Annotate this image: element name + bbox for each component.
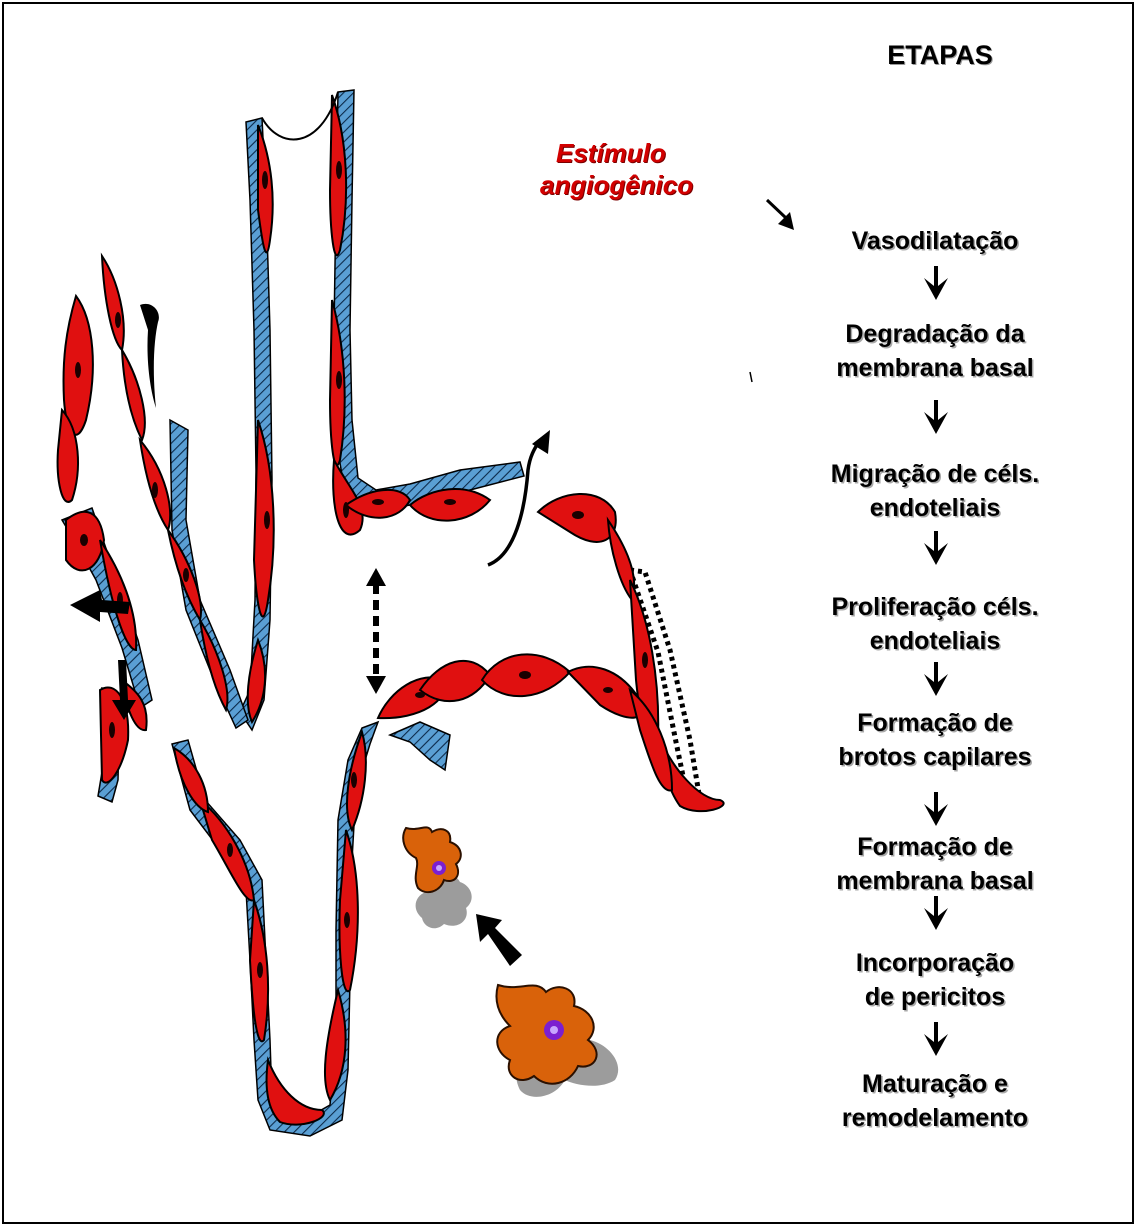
step-arrow	[924, 266, 948, 300]
step-arrow	[924, 531, 948, 565]
step-migration: Migração de céls. endoteliais	[790, 457, 1080, 525]
step-line2: remodelamento	[790, 1101, 1080, 1135]
pericyte-large	[497, 985, 619, 1097]
endothelial-cells	[58, 95, 724, 1125]
step-line2: endoteliais	[790, 624, 1080, 658]
step-line1: Degradação da	[790, 317, 1080, 351]
step-arrow	[924, 896, 948, 930]
step-arrow	[924, 1022, 948, 1056]
step-pericyte-incorporation: Incorporação de pericitos	[790, 946, 1080, 1014]
steps-heading: ETAPAS	[830, 40, 1050, 71]
step-line1: Vasodilatação	[790, 224, 1080, 258]
step-maturation: Maturação e remodelamento	[790, 1067, 1080, 1135]
step-line2: membrana basal	[790, 864, 1080, 898]
vessel-lumen-edge	[262, 92, 338, 139]
step-membrane-formation: Formação de membrana basal	[790, 830, 1080, 898]
pericyte-small	[403, 827, 471, 928]
basement-membrane	[62, 90, 700, 1136]
cell-nuclei	[75, 161, 648, 978]
step-line2: de pericitos	[790, 980, 1080, 1014]
step-line2: brotos capilares	[790, 740, 1080, 774]
step-sprout-formation: Formação de brotos capilares	[790, 706, 1080, 774]
step-arrow	[924, 792, 948, 826]
step-proliferation: Proliferação céls. endoteliais	[790, 590, 1080, 658]
step-vasodilation: Vasodilatação	[790, 224, 1080, 258]
step-arrow	[924, 662, 948, 696]
stimulus-label-line2: angiogênico	[540, 169, 693, 201]
step-line1: Formação de	[790, 706, 1080, 740]
step-arrow	[924, 400, 948, 434]
step-line1: Proliferação céls.	[790, 590, 1080, 624]
step-line2: membrana basal	[790, 351, 1080, 385]
step-membrane-degradation: Degradação da membrana basal	[790, 317, 1080, 385]
step-line1: Maturação e	[790, 1067, 1080, 1101]
step-line1: Migração de céls.	[790, 457, 1080, 491]
step-line1: Incorporação	[790, 946, 1080, 980]
stimulus-label-line1: Estímulo	[556, 137, 666, 169]
step-line2: endoteliais	[790, 491, 1080, 525]
step-line1: Formação de	[790, 830, 1080, 864]
